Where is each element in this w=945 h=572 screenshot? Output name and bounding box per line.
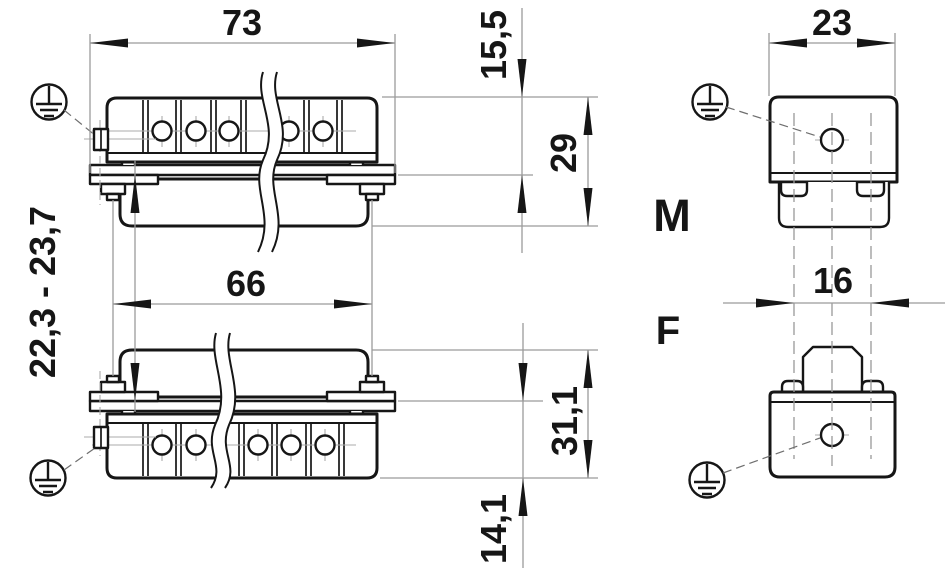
pe-leader-lines [63, 106, 821, 474]
male-stud-left-tip [105, 192, 121, 202]
dim-label-16: 16 [813, 260, 853, 301]
male-stud-left [99, 182, 127, 196]
female-view-label: F [656, 309, 680, 353]
dim-label-15-5: 15,5 [473, 10, 514, 80]
male-terminal-screws [151, 120, 334, 142]
male-hood-outline [118, 177, 370, 228]
female-break-line [210, 332, 237, 489]
male-flange-foot-right [325, 173, 397, 186]
protective-earth-icon [30, 83, 68, 121]
female-stud-left-tip [105, 374, 121, 384]
dim-female-total-height: 31,1 [372, 349, 598, 479]
male-stud-right-tip [364, 192, 380, 202]
dim-flange-to-bottom: 14,1 [398, 323, 543, 568]
male-break-line [257, 71, 284, 253]
dim-label-23: 23 [812, 2, 852, 43]
stud-centerlines [793, 113, 872, 466]
male-insert-side-view [84, 71, 397, 253]
dim-flange-width: 73 [89, 2, 396, 173]
dim-label-29: 29 [543, 133, 584, 173]
female-stud-left [99, 380, 127, 394]
dim-top-to-flange: 15,5 [382, 8, 598, 253]
dim-label-range: 22,3 - 23,7 [22, 206, 63, 378]
female-insert-side-view [84, 332, 397, 489]
female-terminal-separators [108, 422, 376, 476]
dim-label-31-1: 31,1 [544, 386, 585, 456]
female-flange-foot-right [325, 390, 397, 403]
female-terminal-block [105, 412, 379, 480]
male-hood-end-view [768, 95, 899, 229]
female-hood-outline [118, 348, 370, 399]
dim-label-66: 66 [226, 263, 266, 304]
dim-total-height: 29 [372, 97, 598, 227]
protective-earth-icon [688, 461, 726, 499]
dim-panel-range: 22,3 - 23,7 [22, 160, 140, 412]
female-end-ear-left [780, 379, 805, 392]
male-view-label: M [653, 190, 691, 241]
protective-earth-icon [691, 83, 729, 121]
female-end-ear-right [860, 379, 885, 392]
male-flange-bar [88, 163, 397, 177]
female-terminal-screws [151, 434, 336, 456]
dim-hood-width: 23 [768, 2, 896, 96]
dim-label-14-1: 14,1 [473, 494, 514, 564]
male-stud-right [358, 182, 386, 196]
protective-earth-icon [29, 459, 67, 497]
dim-insert-width: 66 [112, 200, 373, 376]
female-stud-right-tip [364, 374, 380, 384]
dim-label-73: 73 [222, 2, 262, 43]
female-stud-right [358, 380, 386, 394]
dim-stud-pitch: 16 [723, 260, 945, 308]
female-flange-bar [88, 399, 397, 413]
